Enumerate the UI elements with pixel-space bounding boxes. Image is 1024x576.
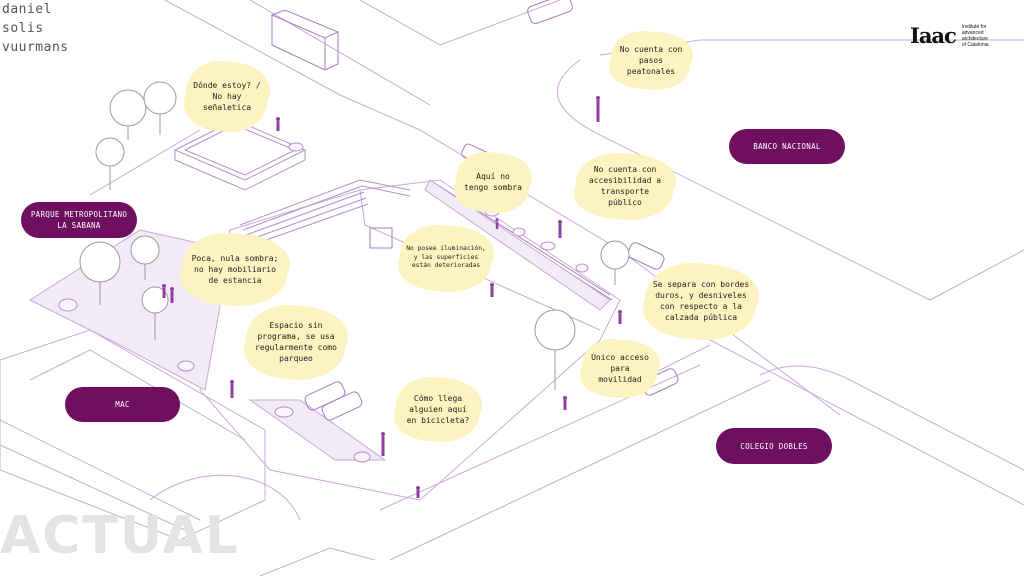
bubble-pasos-peatonales: No cuenta con pasos peatonales [613, 34, 689, 86]
bubble-text: Dónde estoy? / No hay señaletica [193, 80, 261, 112]
road-edge [359, 0, 561, 46]
stairs [239, 179, 411, 246]
label-banco-nacional: BANCO NACIONAL [729, 129, 845, 164]
label-mac: MAC [65, 387, 180, 422]
bubble-text: No posee iluminación, y las superficies … [406, 245, 486, 270]
bubble-bordes-duros: Se separa con bordes duros, y desniveles… [647, 266, 755, 336]
planting-strip [424, 179, 611, 311]
label-text: PARQUE METROPOLITANO LA SABANA [30, 210, 128, 230]
road-edge [556, 59, 1024, 301]
label-parque-metropolitano: PARQUE METROPOLITANO LA SABANA [21, 202, 137, 238]
trees [79, 81, 630, 390]
label-text: MAC [115, 400, 130, 409]
bubble-espacio-sin-programa: Espacio sin programa, se usa regularment… [248, 308, 344, 376]
mac-building [0, 329, 301, 541]
bubble-text: Poca, nula sombra; no hay mobiliario de … [191, 253, 279, 285]
bubble-iluminacion: No posee iluminación, y las superficies … [402, 228, 490, 288]
park-edge [89, 129, 201, 196]
label-colegio-dobles: COLEGIO DOBLES [716, 428, 832, 464]
road-edge [259, 547, 376, 576]
bushes [58, 142, 589, 463]
parking-strip [248, 399, 387, 461]
plaza-edge [359, 189, 601, 331]
plaza-edge [429, 179, 611, 296]
people [162, 96, 622, 498]
road-edge [389, 379, 771, 561]
bus [270, 9, 340, 71]
road-edge [379, 364, 701, 511]
road-edge [709, 339, 1024, 506]
bubble-donde-estoy: Dónde estoy? / No hay señaletica [188, 64, 266, 128]
plaza-edge [199, 179, 621, 501]
author-line: daniel [2, 2, 52, 17]
author-line: solis [2, 21, 44, 36]
logo-text-line: of Catalonia [961, 42, 989, 48]
iaac-logo-mark: Iaac [910, 23, 957, 48]
label-text: COLEGIO DOBLES [740, 441, 808, 451]
author-line: vuurmans [2, 40, 69, 55]
bubble-text: Aquí no tengo sombra [464, 172, 522, 192]
logo-text-line: architecture [961, 36, 988, 42]
road-edge [759, 365, 1024, 471]
iaac-logo: Iaac Institute for advanced architecture… [910, 24, 1002, 48]
raised-square [173, 119, 307, 191]
logo-text-line: Institute for [961, 24, 987, 30]
bubble-transporte-publico: No cuenta con accesibilidad a transporte… [578, 156, 672, 216]
label-text: BANCO NACIONAL [753, 142, 821, 151]
bubble-text: Se separa con bordes duros, y desniveles… [652, 280, 750, 322]
bubble-text: Único acceso para movilidad [591, 352, 649, 384]
bubble-poca-sombra: Poca, nula sombra; no hay mobiliario de … [184, 236, 286, 302]
iaac-logo-text: Institute for advanced architecture of C… [962, 24, 1002, 48]
bubble-unico-acceso: Único acceso para movilidad [584, 342, 656, 394]
bubble-text: Cómo llega alguien aquí en bicicleta? [406, 393, 470, 425]
bubble-text: No cuenta con accesibilidad a transporte… [588, 165, 662, 207]
watermark-actual: ACTUAL [0, 506, 240, 566]
bubble-text: Espacio sin programa, se usa regularment… [255, 321, 337, 363]
author-name: daniel solis vuurmans [2, 0, 69, 57]
bubble-sombra: Aquí no tengo sombra [458, 155, 528, 209]
bubble-text: No cuenta con pasos peatonales [619, 44, 683, 76]
road-edge [249, 0, 431, 106]
bubble-bicicleta: Cómo llega alguien aquí en bicicleta? [398, 380, 478, 438]
logo-text-line: advanced [961, 30, 984, 36]
